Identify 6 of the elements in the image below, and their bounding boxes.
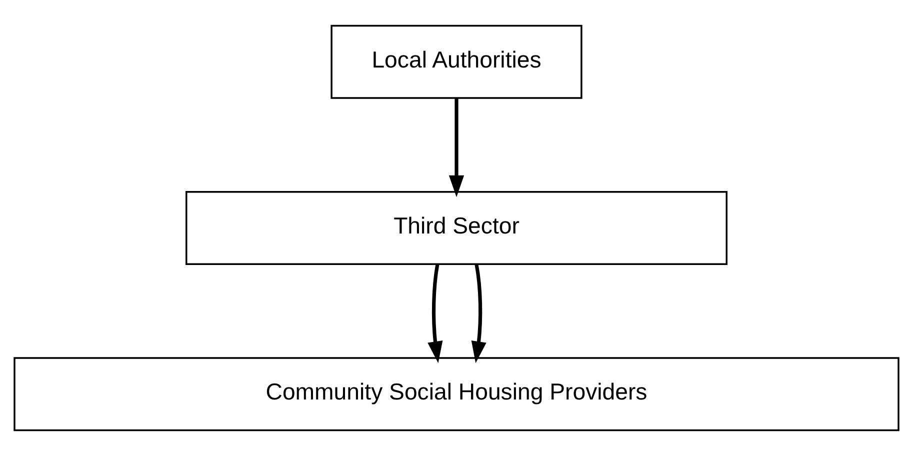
node-box: Third Sector: [186, 191, 728, 265]
arrow: [448, 98, 464, 198]
node-box: Local Authorities: [330, 24, 582, 99]
arrow: [428, 264, 443, 364]
node-box: Community Social Housing Providers: [14, 357, 900, 432]
arrow: [471, 264, 486, 364]
